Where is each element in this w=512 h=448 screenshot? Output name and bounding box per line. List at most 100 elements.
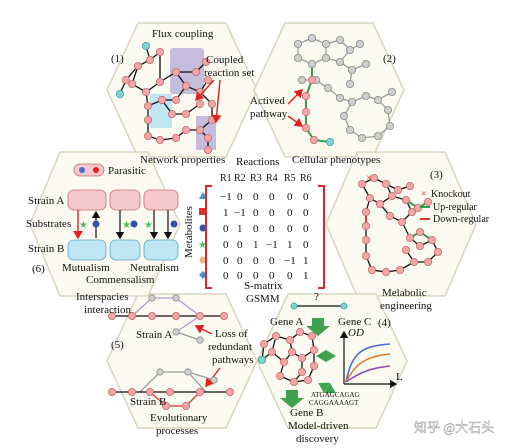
network-2-node	[347, 66, 356, 75]
network-1-node	[145, 56, 154, 65]
growth-curve-blue	[345, 343, 391, 383]
matrix-column-header: R3	[250, 173, 262, 184]
network-2-node	[339, 112, 348, 121]
strain-a-cell-1	[67, 189, 107, 211]
matrix-column-header: R1	[220, 173, 232, 184]
dna-sequence-line-1: ATGAGCAGAG	[311, 391, 360, 399]
network-4-node	[275, 371, 284, 380]
network-graph-4	[257, 327, 318, 386]
network-3-node	[415, 227, 424, 236]
panel-interspecies-interaction: Parasitic Strain A Substrates ★ ★ ★ Stra…	[26, 163, 179, 316]
strain-a-node	[148, 294, 156, 302]
network-3-node	[381, 179, 390, 188]
arrow-down-icon-2	[280, 390, 304, 408]
panel-cellular-phenotypes: (2) Actived pathway Cellular phenotypes	[250, 34, 396, 166]
network-graph-2	[293, 34, 396, 146]
matrix-cell: 0	[303, 191, 309, 203]
network-1-node	[143, 116, 152, 125]
strain-b-node	[156, 368, 164, 376]
od-axis-label: OD	[348, 327, 364, 339]
x-mark-icon: ×	[421, 189, 427, 200]
matrix-cell: −1	[284, 255, 296, 267]
network-1-node	[181, 82, 190, 91]
network-3-node	[397, 217, 406, 226]
matrix-cell: 0	[303, 207, 309, 219]
strain-a-node	[147, 311, 156, 320]
growth-curve-orange	[345, 353, 391, 383]
hex-panel-4	[256, 293, 408, 429]
interspecies-label-line-2: interaction	[84, 304, 132, 316]
network-1-node	[127, 80, 136, 89]
active-pathway-node	[309, 135, 318, 144]
network-1-node	[116, 90, 125, 99]
network-2-node	[335, 58, 344, 67]
strain-b-network	[108, 368, 234, 410]
network-1-node	[207, 116, 216, 125]
network-2-node	[361, 60, 370, 69]
network-1-node	[171, 68, 180, 77]
circle-icon-3	[170, 220, 178, 228]
network-3-node	[375, 199, 384, 208]
network-2-node	[355, 40, 364, 49]
network-2-node	[387, 88, 396, 97]
network-3-node	[361, 235, 370, 244]
matrix-cell: 0	[223, 223, 229, 235]
network-3-node	[407, 207, 416, 216]
loss-pathways-label-line-3: pathways	[212, 354, 254, 366]
network-2-node	[335, 94, 344, 103]
network-2-node	[385, 122, 394, 131]
strain-a-node	[196, 336, 204, 344]
hex-panel-5	[106, 293, 258, 429]
network-4-node	[297, 353, 306, 362]
network-4-node	[279, 357, 288, 366]
circle-icon-2	[130, 220, 138, 228]
matrix-cell: 0	[269, 255, 275, 267]
matrix-cell: 0	[269, 207, 275, 219]
network-3-node	[361, 251, 370, 260]
network-3-node	[405, 233, 414, 242]
strain-a-node	[172, 294, 180, 302]
network-3-node	[401, 245, 410, 254]
strain-a-node	[195, 311, 204, 320]
circle-icon	[92, 220, 100, 228]
network-3-node	[357, 179, 366, 188]
gene-c-label: Gene C	[338, 316, 371, 328]
circle-icon-marker	[199, 224, 207, 232]
down-regular-legend-label: Down-regular	[433, 214, 490, 225]
matrix-cell: 0	[223, 255, 229, 267]
gsmm-label: GSMM	[246, 293, 280, 305]
panel-model-driven-discovery: ? Gene A Gene C (4) OD L ATGAGCAGAG CAGG…	[257, 291, 403, 445]
matrix-cell: 0	[287, 223, 293, 235]
matrix-cell: −1	[220, 191, 232, 203]
network-graph-1	[116, 42, 216, 154]
matrix-cell: 0	[253, 191, 259, 203]
network-2-node	[293, 54, 302, 63]
network-4-node	[309, 345, 318, 354]
parasitic-label: Parasitic	[108, 165, 146, 177]
network-2-node	[293, 40, 302, 49]
network-2-node	[347, 98, 356, 107]
matrix-cell: 0	[253, 270, 259, 282]
network-2-node	[307, 60, 316, 69]
panel-2-number: (2)	[383, 53, 396, 65]
watermark-text: 知乎 @大石头	[414, 420, 494, 435]
matrix-right-bracket	[318, 185, 325, 289]
strain-b-node	[184, 368, 192, 376]
network-2-node	[321, 40, 330, 49]
matrix-cell: 0	[269, 223, 275, 235]
matrix-cell: 1	[223, 207, 229, 219]
strain-b-node	[181, 401, 190, 410]
strain-b-cell-1	[67, 239, 107, 261]
network-3-node	[409, 257, 418, 266]
matrix-cell: 1	[303, 270, 309, 282]
dna-sequence-line-2: CAGGAAAAGT	[309, 399, 359, 407]
strain-a-label-6: Strain A	[28, 195, 64, 207]
panel-evolutionary-processes: (5) Strain A Loss of redundant pathways …	[108, 294, 254, 437]
network-3-node	[427, 235, 436, 244]
strain-a-node	[171, 311, 180, 320]
panel-3-number: (3)	[430, 169, 443, 181]
strain-b-node	[165, 387, 174, 396]
network-3-node	[361, 207, 370, 216]
network-3-node	[433, 247, 442, 256]
interspecies-label-line-1: Interspacies	[76, 291, 129, 303]
